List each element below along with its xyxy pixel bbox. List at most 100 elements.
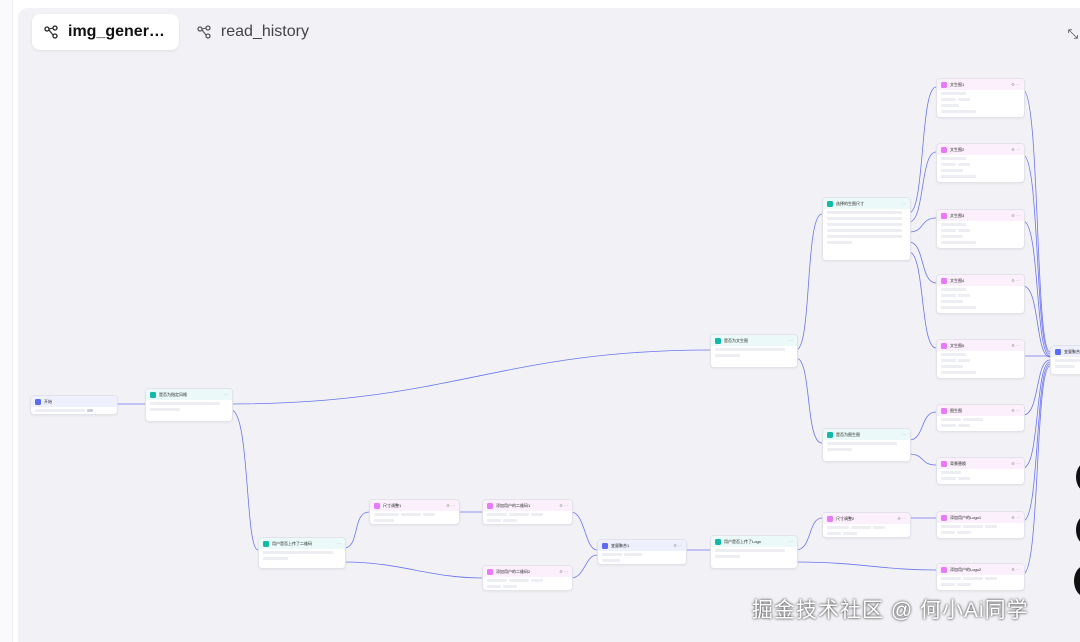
node-qr-check[interactable]: 用户是否上传了二维码··· [258, 537, 346, 569]
merge-icon [602, 542, 608, 549]
node-branch-style[interactable]: 是否为指定风格··· [145, 388, 233, 422]
floating-control[interactable] [1076, 462, 1080, 492]
node-title: 添加用户的Logo1 [950, 514, 982, 520]
node-title: 图生图 [950, 407, 962, 413]
node-image-to-image[interactable]: 图生图⚙ ··· [936, 404, 1025, 432]
node-title: 选择的生图尺寸 [836, 200, 864, 206]
edge [1022, 361, 1051, 469]
tab-label: read_history [220, 23, 309, 40]
edge [908, 217, 937, 233]
edge [1022, 89, 1051, 353]
node-title: 文生图1 [950, 81, 965, 87]
collapse-icon[interactable]: ⤡ [1067, 26, 1078, 41]
node-title: 添加用户的Logo2 [950, 566, 982, 572]
edge [343, 511, 370, 549]
edge [795, 213, 823, 351]
floating-control[interactable] [1076, 515, 1080, 545]
node-title: 用户是否上传了二维码 [272, 540, 312, 546]
edge [795, 517, 823, 551]
edge [1022, 363, 1051, 522]
node-title: 尺寸调整1 [383, 502, 402, 508]
branch-icon [715, 337, 721, 344]
floating-control[interactable] [1074, 565, 1080, 597]
node-add-qr-1[interactable]: 添加用户的二维码1⚙ ··· [482, 499, 573, 525]
node-branch-image[interactable]: 是否为图生图··· [822, 428, 911, 462]
edge [343, 561, 483, 579]
node-text-to-image-5[interactable]: 文生图5⚙ ··· [936, 339, 1025, 379]
node-title: 开始 [44, 398, 52, 404]
tab-label: img_gener… [68, 23, 165, 40]
branch-icon [715, 538, 721, 545]
node-size-adjust-1[interactable]: 尺寸调整1⚙ ··· [369, 499, 460, 525]
plugin-icon [941, 566, 947, 573]
node-logo-check[interactable]: 用户是否上传了Logo··· [710, 535, 798, 569]
branch-icon [263, 540, 269, 547]
image-icon [941, 212, 947, 219]
node-title: 文生图4 [950, 277, 965, 283]
edge [908, 241, 937, 284]
plugin-icon [374, 502, 380, 509]
node-title: 变量聚合 [1064, 348, 1080, 354]
image-icon [941, 407, 947, 414]
edge [908, 151, 937, 223]
branch-icon [827, 431, 833, 438]
node-text-to-image-2[interactable]: 文生图2⚙ ··· [936, 143, 1025, 183]
tab-read-history[interactable]: read_history [185, 14, 323, 50]
edge [908, 251, 937, 349]
image-icon [941, 342, 947, 349]
node-title: 添加用户的二维码1 [496, 502, 531, 508]
image-icon [941, 81, 947, 88]
workflow-tab-bar: img_gener… read_history [32, 13, 323, 51]
node-title: 是否为指定风格 [159, 391, 187, 397]
edge [1022, 365, 1051, 575]
edge [908, 453, 937, 466]
node-title: 用户是否上传了Logo [724, 538, 761, 544]
node-add-logo-1[interactable]: 添加用户的Logo1⚙ ··· [936, 511, 1025, 539]
node-text-to-image-3[interactable]: 文生图3⚙ ··· [936, 209, 1025, 249]
left-panel-edge [0, 0, 13, 642]
watermark: 掘金技术社区 @ 何小Ai同学 [752, 599, 1029, 622]
node-title: 是否为图生图 [836, 431, 860, 437]
node-title: 变量聚合1 [611, 542, 630, 548]
edge [795, 561, 937, 571]
workflow-icon [44, 25, 58, 39]
plugin-icon [941, 514, 947, 521]
node-merge-end[interactable]: 变量聚合 [1050, 345, 1080, 375]
tab-img-generate[interactable]: img_gener… [32, 14, 179, 50]
edge [230, 349, 711, 405]
edge [1022, 154, 1051, 355]
plugin-icon [827, 515, 833, 522]
node-text-to-image-1[interactable]: 文生图1⚙ ··· [936, 78, 1025, 118]
edge [1022, 220, 1051, 357]
branch-icon [827, 200, 833, 207]
node-title: 文生图3 [950, 212, 965, 218]
node-text-to-image-4[interactable]: 文生图4⚙ ··· [936, 274, 1025, 314]
node-title: 文生图2 [950, 146, 965, 152]
node-title: 添加用户的二维码2 [496, 568, 531, 574]
plugin-icon [487, 568, 493, 575]
node-add-logo-2[interactable]: 添加用户的Logo2⚙ ··· [936, 563, 1025, 591]
node-merge-1[interactable]: 变量聚合1⚙ ··· [597, 539, 687, 565]
node-branch-text[interactable]: 是否为文生图··· [710, 334, 798, 368]
node-title: 是否为文生图 [724, 337, 748, 343]
edge [908, 86, 937, 214]
node-size-adjust-2[interactable]: 尺寸调整2⚙ ··· [822, 512, 911, 538]
node-start[interactable]: 开始 [30, 395, 118, 415]
workflow-icon [197, 25, 211, 39]
edge [1022, 359, 1051, 416]
node-title: 背景替换 [950, 460, 966, 466]
plugin-icon [487, 502, 493, 509]
node-size-select[interactable]: 选择的生图尺寸··· [822, 197, 911, 261]
image-icon [941, 460, 947, 467]
edge [570, 554, 598, 579]
edge [795, 357, 823, 444]
edge [1022, 285, 1051, 358]
edge [230, 409, 259, 551]
edge [570, 511, 598, 551]
node-add-qr-2[interactable]: 添加用户的二维码2⚙ ··· [482, 565, 573, 591]
branch-icon [150, 391, 156, 398]
node-title: 文生图5 [950, 342, 965, 348]
node-title: 尺寸调整2 [836, 515, 855, 521]
node-background-replace[interactable]: 背景替换⚙ ··· [936, 457, 1025, 485]
